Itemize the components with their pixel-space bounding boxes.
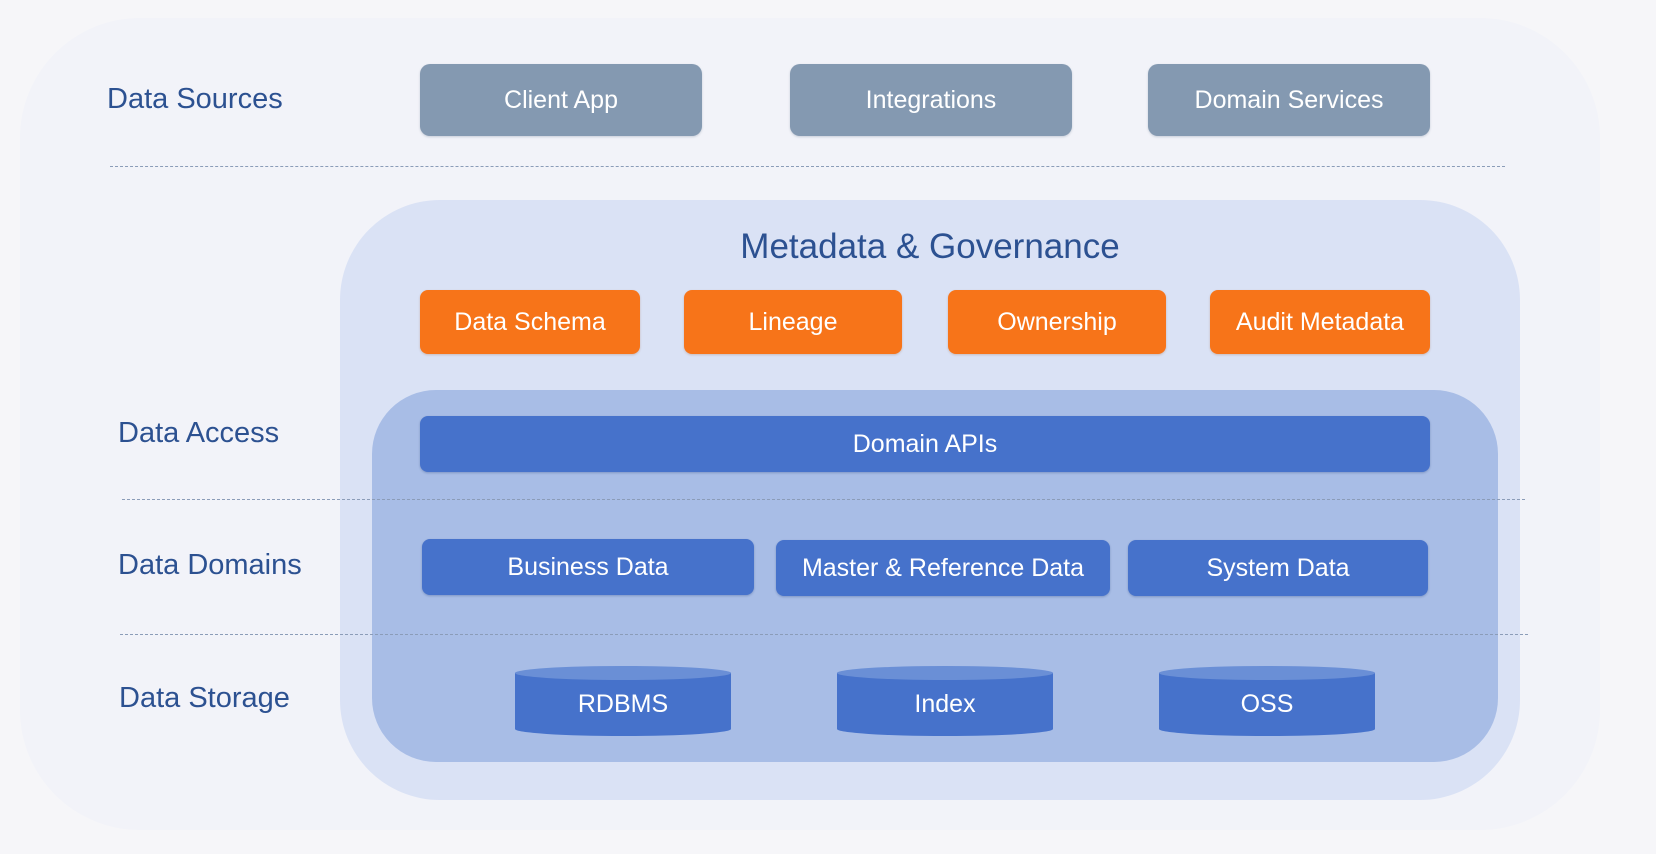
storage-oss-label: OSS <box>1240 689 1294 718</box>
governance-title: Metadata & Governance <box>740 227 1120 266</box>
domain-business-data: Business Data <box>422 539 754 595</box>
governance-data-schema: Data Schema <box>420 290 640 354</box>
source-integrations: Integrations <box>790 64 1072 136</box>
layer-label-data-access: Data Access <box>118 417 280 449</box>
domain-system-data: System Data <box>1128 540 1428 596</box>
domain-apis-bar: Domain APIs <box>420 416 1430 472</box>
storage-oss-icon: OSS <box>1158 665 1376 737</box>
source-domain-services: Domain Services <box>1148 64 1430 136</box>
domain-master-reference-data: Master & Reference Data <box>776 540 1110 596</box>
divider-access-domains <box>122 499 1525 500</box>
layer-label-data-sources: Data Sources <box>107 83 283 115</box>
divider-domains-storage <box>120 634 1528 635</box>
divider-sources <box>110 166 1505 167</box>
governance-lineage: Lineage <box>684 290 902 354</box>
storage-rdbms-icon: RDBMS <box>514 665 732 737</box>
governance-audit-metadata: Audit Metadata <box>1210 290 1430 354</box>
storage-rdbms-label: RDBMS <box>577 689 669 718</box>
layer-label-data-storage: Data Storage <box>119 682 290 714</box>
layer-label-data-domains: Data Domains <box>118 549 302 581</box>
governance-ownership: Ownership <box>948 290 1166 354</box>
storage-index-label: Index <box>914 689 976 718</box>
storage-index-icon: Index <box>836 665 1054 737</box>
source-client-app: Client App <box>420 64 702 136</box>
